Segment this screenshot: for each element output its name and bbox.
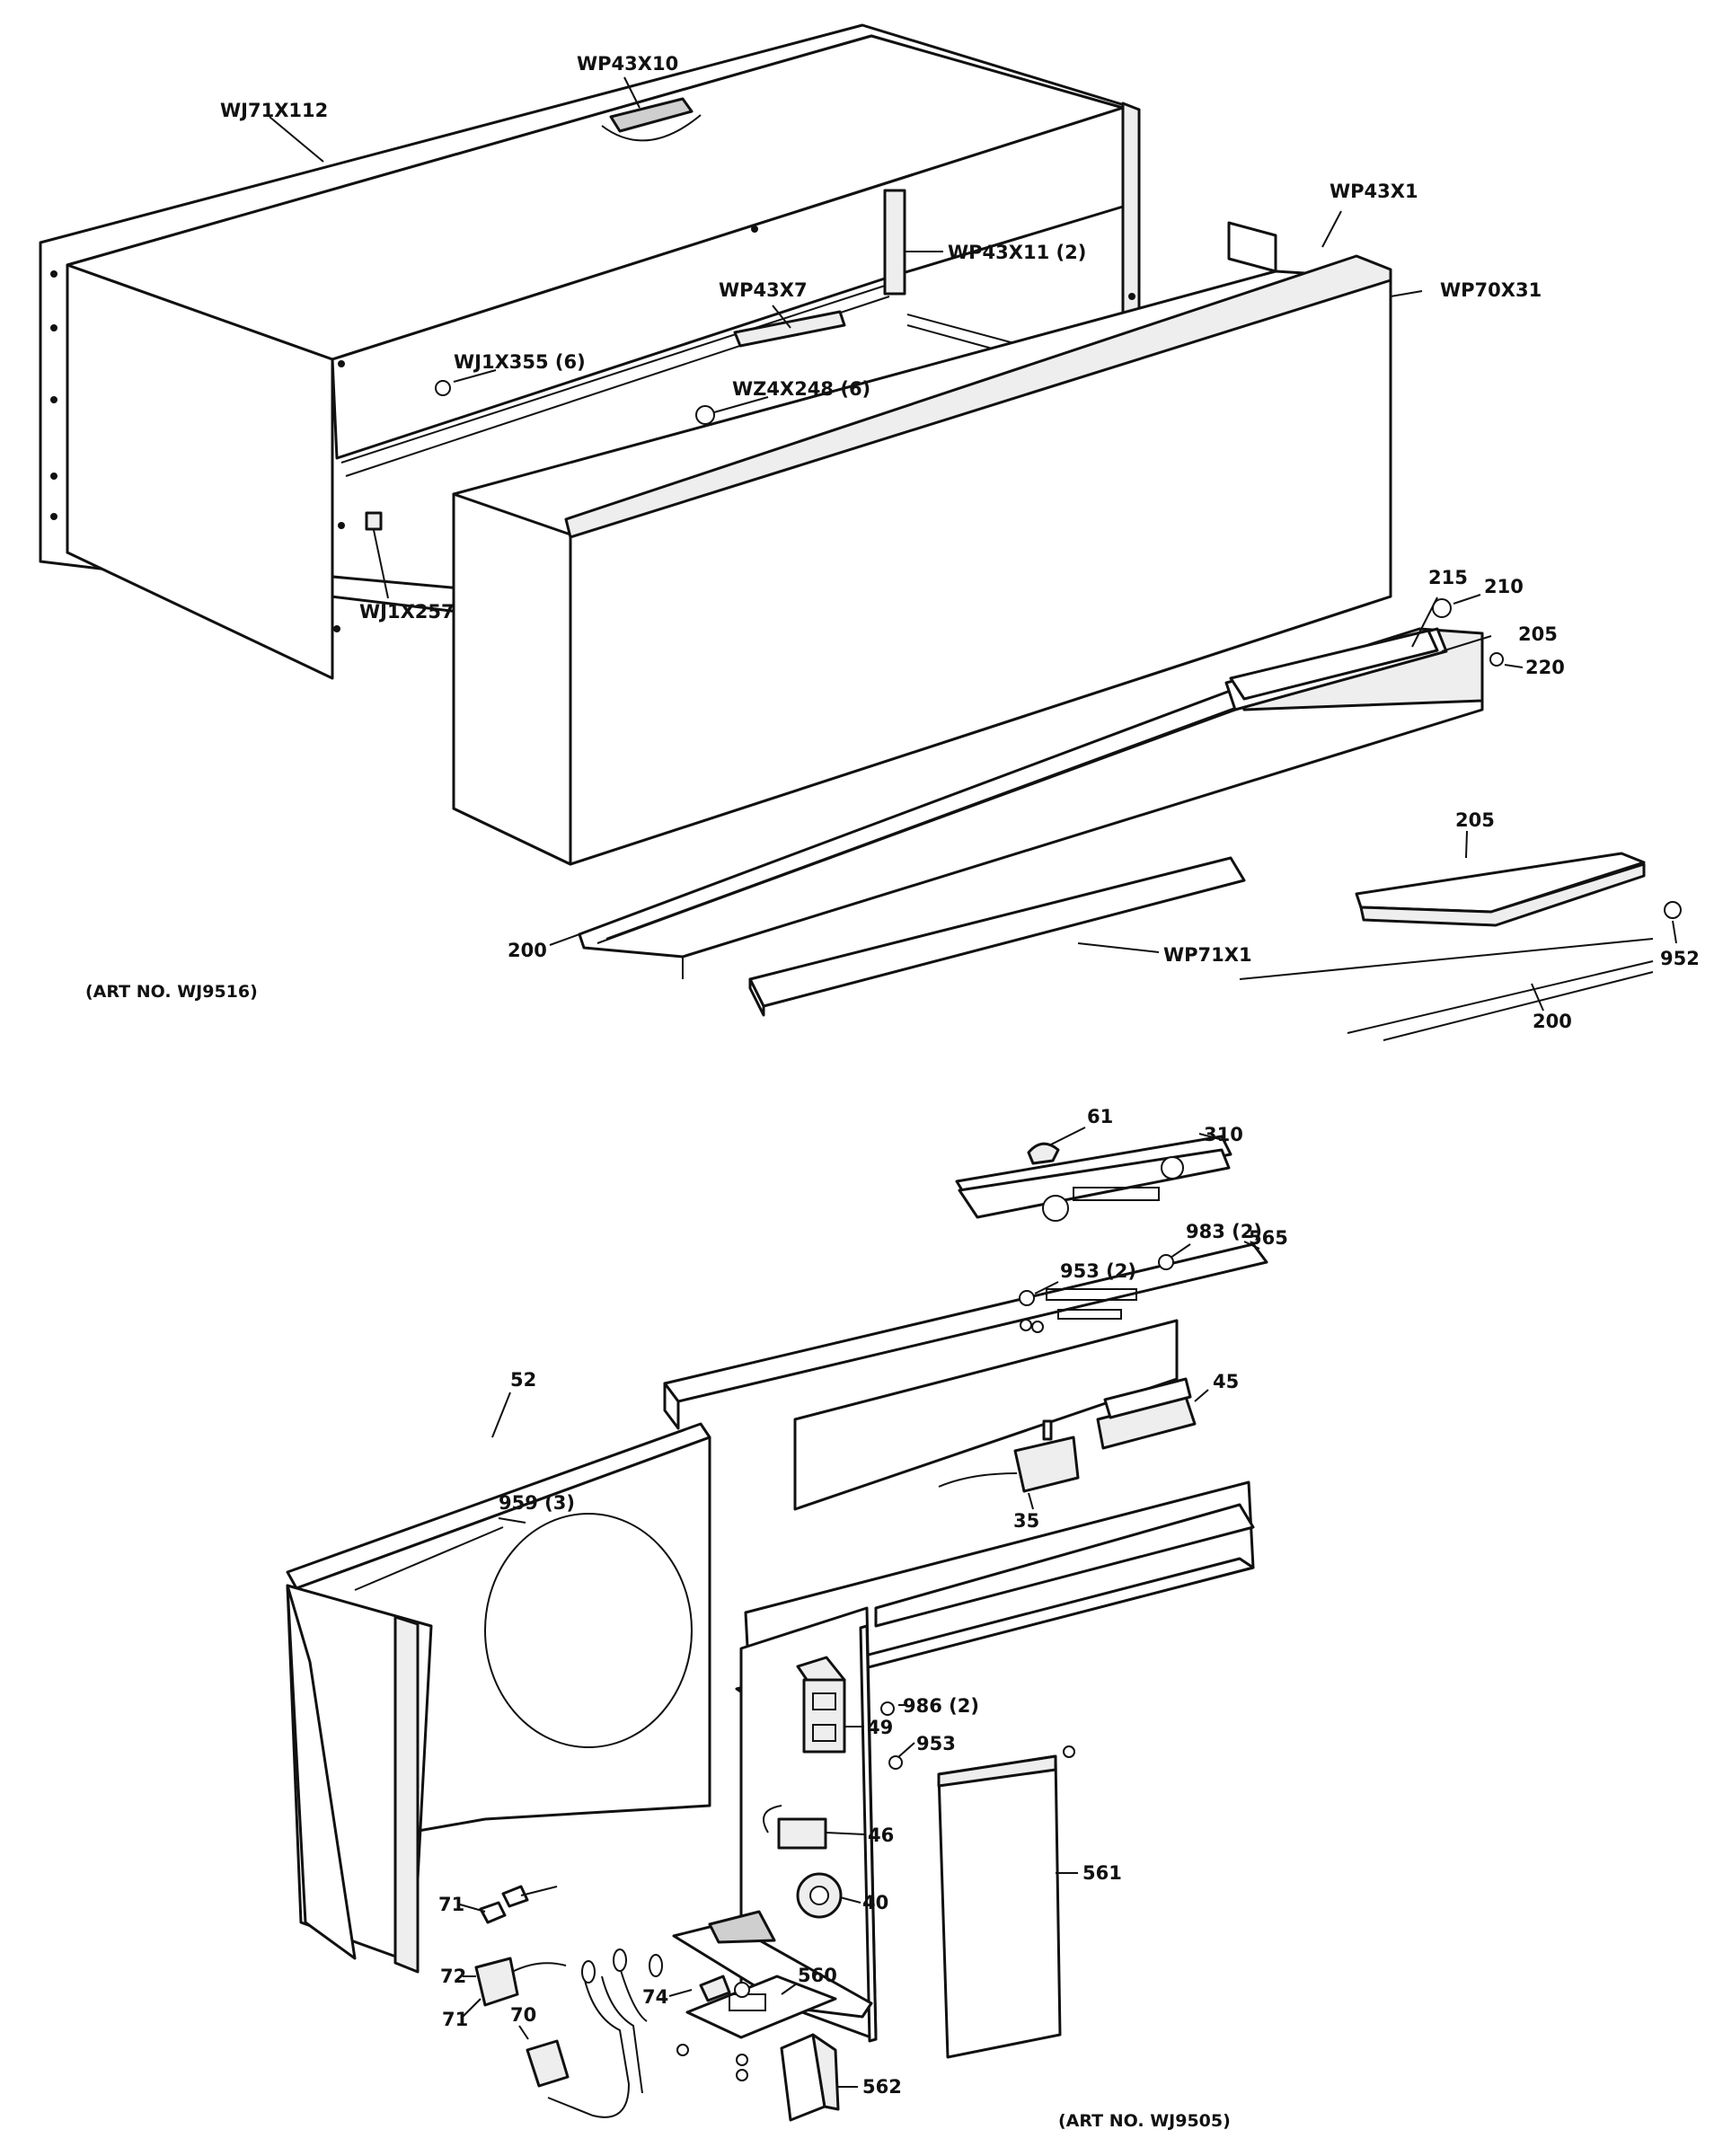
label-205-inset: 205 <box>1455 809 1495 831</box>
label-wp43x10: WP43X10 <box>577 53 678 75</box>
control-panel-310 <box>955 1135 1232 1222</box>
wall-sleeve <box>39 23 1141 680</box>
screw-560b <box>736 2054 748 2066</box>
screw-560a <box>676 2044 689 2056</box>
thermostat-35 <box>938 1419 1080 1493</box>
lower-assembly: 61 310 983 (2) 565 953 (2) 45 52 959 (3)… <box>286 1106 1288 2131</box>
screw-561 <box>1063 1745 1075 1758</box>
terminal-block-45 <box>1096 1377 1197 1450</box>
label-74: 74 <box>642 1986 668 2008</box>
label-wp43x7: WP43X7 <box>719 279 808 301</box>
screw-562 <box>736 2069 748 2081</box>
control-door-inset <box>1239 852 1682 1041</box>
label-565: 565 <box>1249 1227 1288 1249</box>
screw-953-top <box>1019 1290 1035 1306</box>
label-wj1x257: WJ1X257 <box>359 601 455 623</box>
wp71x1-grille <box>748 856 1246 1017</box>
label-983: 983 (2) <box>1186 1221 1262 1242</box>
label-215: 215 <box>1428 567 1468 588</box>
label-52: 52 <box>510 1369 536 1391</box>
label-35: 35 <box>1013 1510 1039 1532</box>
label-70: 70 <box>510 2004 536 2026</box>
power-cord-70 <box>526 1948 663 2118</box>
label-953-top: 953 (2) <box>1060 1260 1136 1282</box>
label-49: 49 <box>867 1717 893 1738</box>
label-310: 310 <box>1204 1124 1243 1145</box>
label-986: 986 (2) <box>903 1695 979 1717</box>
connector-72 <box>474 1957 567 2007</box>
label-71-top: 71 <box>438 1894 464 1915</box>
label-210: 210 <box>1484 576 1524 597</box>
front-cover <box>452 221 1392 866</box>
grille-frame <box>578 627 1484 979</box>
label-wj71x112: WJ71X112 <box>220 100 328 121</box>
label-560: 560 <box>798 1965 837 1986</box>
label-wp43x11: WP43X11 (2) <box>948 242 1086 263</box>
screw-953 <box>888 1755 903 1770</box>
screw-983 <box>1158 1254 1174 1270</box>
label-46: 46 <box>868 1825 894 1846</box>
label-71-bottom: 71 <box>442 2009 468 2030</box>
electrical-box <box>672 1503 1255 2043</box>
art-number-lower: (ART NO. WJ9505) <box>1058 2111 1231 2131</box>
label-45: 45 <box>1213 1371 1239 1392</box>
label-61: 61 <box>1087 1106 1113 1127</box>
label-wp71x1: WP71X1 <box>1163 944 1252 966</box>
screw-986 <box>880 1701 895 1716</box>
label-72: 72 <box>440 1966 466 1987</box>
label-200-frame: 200 <box>508 940 547 961</box>
label-561: 561 <box>1082 1862 1122 1884</box>
label-952: 952 <box>1660 948 1700 969</box>
connectors-71 <box>479 1885 558 1924</box>
art-number-upper: (ART NO. WJ9516) <box>85 982 258 1002</box>
label-wz4x248: WZ4X248 (6) <box>732 378 870 400</box>
label-200-inset: 200 <box>1533 1011 1572 1032</box>
side-panel-561 <box>937 1754 1062 2059</box>
label-wp70x31: WP70X31 <box>1440 279 1542 301</box>
label-562: 562 <box>862 2076 902 2098</box>
control-bracket-565 <box>663 1242 1268 1511</box>
nut-220 <box>1489 652 1504 667</box>
bracket-562 <box>780 2033 840 2122</box>
label-959: 959 (3) <box>499 1492 575 1514</box>
label-953: 953 <box>916 1733 956 1754</box>
fastener-74 <box>699 1975 750 2002</box>
upper-assembly: WJ71X112 WP43X10 WP43X1 WP43X11 (2) WP70… <box>39 23 1700 1041</box>
housing-52 <box>286 1422 711 1974</box>
label-40: 40 <box>862 1892 888 1913</box>
label-wp43x1: WP43X1 <box>1330 181 1418 202</box>
label-wj1x355: WJ1X355 (6) <box>454 351 586 373</box>
label-220: 220 <box>1525 657 1565 678</box>
label-205-top: 205 <box>1518 623 1558 645</box>
